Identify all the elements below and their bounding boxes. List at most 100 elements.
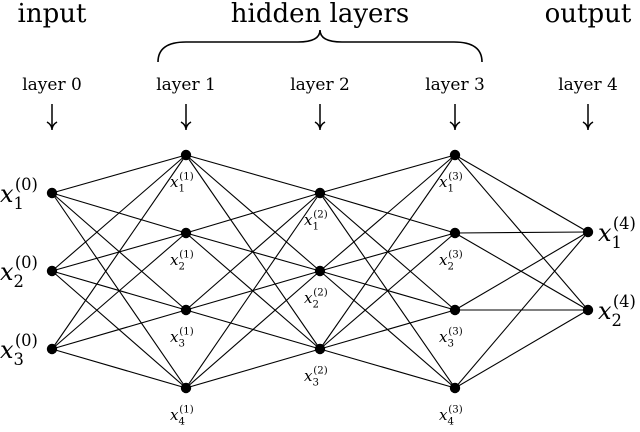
node-label-superscript: (1) (179, 404, 193, 416)
node-l4-2 (582, 304, 594, 316)
node-label-l3-4: x4(3) (439, 404, 463, 428)
node-label-subscript: 3 (312, 378, 318, 389)
node-label-base: x (304, 211, 313, 229)
node-label-l0-2: x2(0) (0, 253, 38, 291)
output-title: output (545, 0, 632, 29)
node-l0-3 (46, 343, 58, 355)
down-arrow-icon (582, 104, 594, 131)
node-l2-1 (314, 187, 326, 199)
node-label-base: x (304, 289, 313, 307)
edge-l0n3-l1n3 (51, 309, 187, 350)
node-label-l3-3: x3(3) (439, 326, 463, 350)
edge-l0n3-l1n4 (51, 348, 187, 389)
connection-edges (51, 154, 589, 389)
node-l2-3 (314, 343, 326, 355)
node-l2-2 (314, 265, 326, 277)
down-arrow-icon (314, 104, 326, 131)
node-label-subscript: 1 (312, 222, 318, 233)
edge-l2n3-l3n2 (319, 232, 456, 350)
edge-l1n4-l2n1 (185, 192, 321, 389)
node-label-l3-2: x2(3) (439, 249, 463, 273)
node-l3-4 (449, 382, 461, 394)
node-label-base: x (170, 328, 179, 346)
node-label-base: x (170, 251, 179, 269)
node-label-superscript: (3) (448, 171, 462, 183)
node-labels: x1(0)x2(0)x3(0)x1(1)x2(1)x3(1)x4(1)x1(2)… (0, 171, 636, 428)
edge-l3n1-l4n1 (454, 154, 589, 233)
edge-l3n4-l4n1 (454, 231, 589, 389)
node-label-l1-4: x4(1) (170, 404, 194, 428)
node-label-base: x (304, 367, 313, 385)
node-label-base: x (0, 336, 14, 364)
node-label-l4-2: x2(4) (598, 292, 636, 330)
nodes-group (46, 149, 594, 394)
node-label-subscript: 3 (178, 339, 184, 350)
node-label-superscript: (0) (15, 175, 38, 194)
node-label-subscript: 3 (14, 350, 24, 369)
node-l1-3 (180, 304, 192, 316)
edge-l1n4-l2n3 (185, 348, 321, 389)
node-label-superscript: (1) (179, 326, 193, 338)
node-l4-1 (582, 226, 594, 238)
node-l3-3 (449, 304, 461, 316)
node-label-l1-1: x1(1) (170, 171, 194, 195)
layer-2-label: layer 2 (290, 75, 350, 95)
down-arrow-icon (180, 104, 192, 131)
node-label-base: x (0, 258, 14, 286)
node-l3-1 (449, 149, 461, 161)
node-label-superscript: (1) (179, 249, 193, 261)
node-label-subscript: 3 (447, 339, 453, 350)
layer-4-label: layer 4 (558, 75, 618, 95)
node-label-l2-3: x3(2) (304, 365, 328, 389)
layer-3-label: layer 3 (425, 75, 485, 95)
node-label-subscript: 2 (178, 262, 184, 273)
input-title: input (18, 0, 87, 29)
node-label-l0-1: x1(0) (0, 175, 38, 213)
edge-l2n3-l3n3 (319, 309, 456, 350)
node-label-subscript: 2 (612, 311, 622, 330)
node-label-base: x (170, 406, 179, 424)
node-label-subscript: 4 (178, 417, 184, 428)
node-label-subscript: 2 (447, 262, 453, 273)
edge-l3n2-l4n1 (454, 231, 589, 234)
node-label-subscript: 2 (312, 300, 318, 311)
edge-l1n4-l2n2 (185, 270, 321, 389)
node-label-subscript: 2 (14, 272, 24, 291)
node-label-superscript: (4) (613, 292, 636, 311)
node-label-subscript: 1 (178, 184, 184, 195)
edge-l3n4-l4n2 (454, 309, 589, 389)
node-l3-2 (449, 227, 461, 239)
node-l0-2 (46, 265, 58, 277)
node-label-base: x (0, 180, 14, 208)
node-label-l2-2: x2(2) (304, 287, 328, 311)
node-label-subscript: 1 (447, 184, 453, 195)
node-l1-4 (180, 382, 192, 394)
node-l1-2 (180, 227, 192, 239)
edge-l1n1-l2n1 (185, 154, 321, 194)
node-label-base: x (439, 173, 448, 191)
node-label-superscript: (4) (613, 214, 636, 233)
down-arrow-icon (449, 104, 461, 131)
node-label-superscript: (2) (313, 365, 327, 377)
node-label-superscript: (0) (15, 253, 38, 272)
node-label-base: x (439, 328, 448, 346)
node-label-base: x (439, 406, 448, 424)
node-label-base: x (170, 173, 179, 191)
node-label-l2-1: x1(2) (304, 209, 328, 233)
node-label-superscript: (0) (15, 331, 38, 350)
edge-l2n3-l3n1 (319, 154, 456, 350)
down-arrow-icon (46, 104, 58, 131)
node-label-subscript: 1 (14, 194, 24, 213)
edge-l0n1-l1n1 (51, 154, 187, 194)
node-label-l1-3: x3(1) (170, 326, 194, 350)
node-l1-1 (180, 149, 192, 161)
node-label-l1-2: x2(1) (170, 249, 194, 273)
node-label-subscript: 1 (612, 233, 622, 252)
node-label-superscript: (2) (313, 287, 327, 299)
edge-l1n3-l2n1 (185, 192, 321, 311)
hidden-layers-title: hidden layers (231, 0, 409, 29)
node-label-base: x (598, 297, 612, 325)
edge-l0n3-l1n1 (51, 154, 187, 350)
